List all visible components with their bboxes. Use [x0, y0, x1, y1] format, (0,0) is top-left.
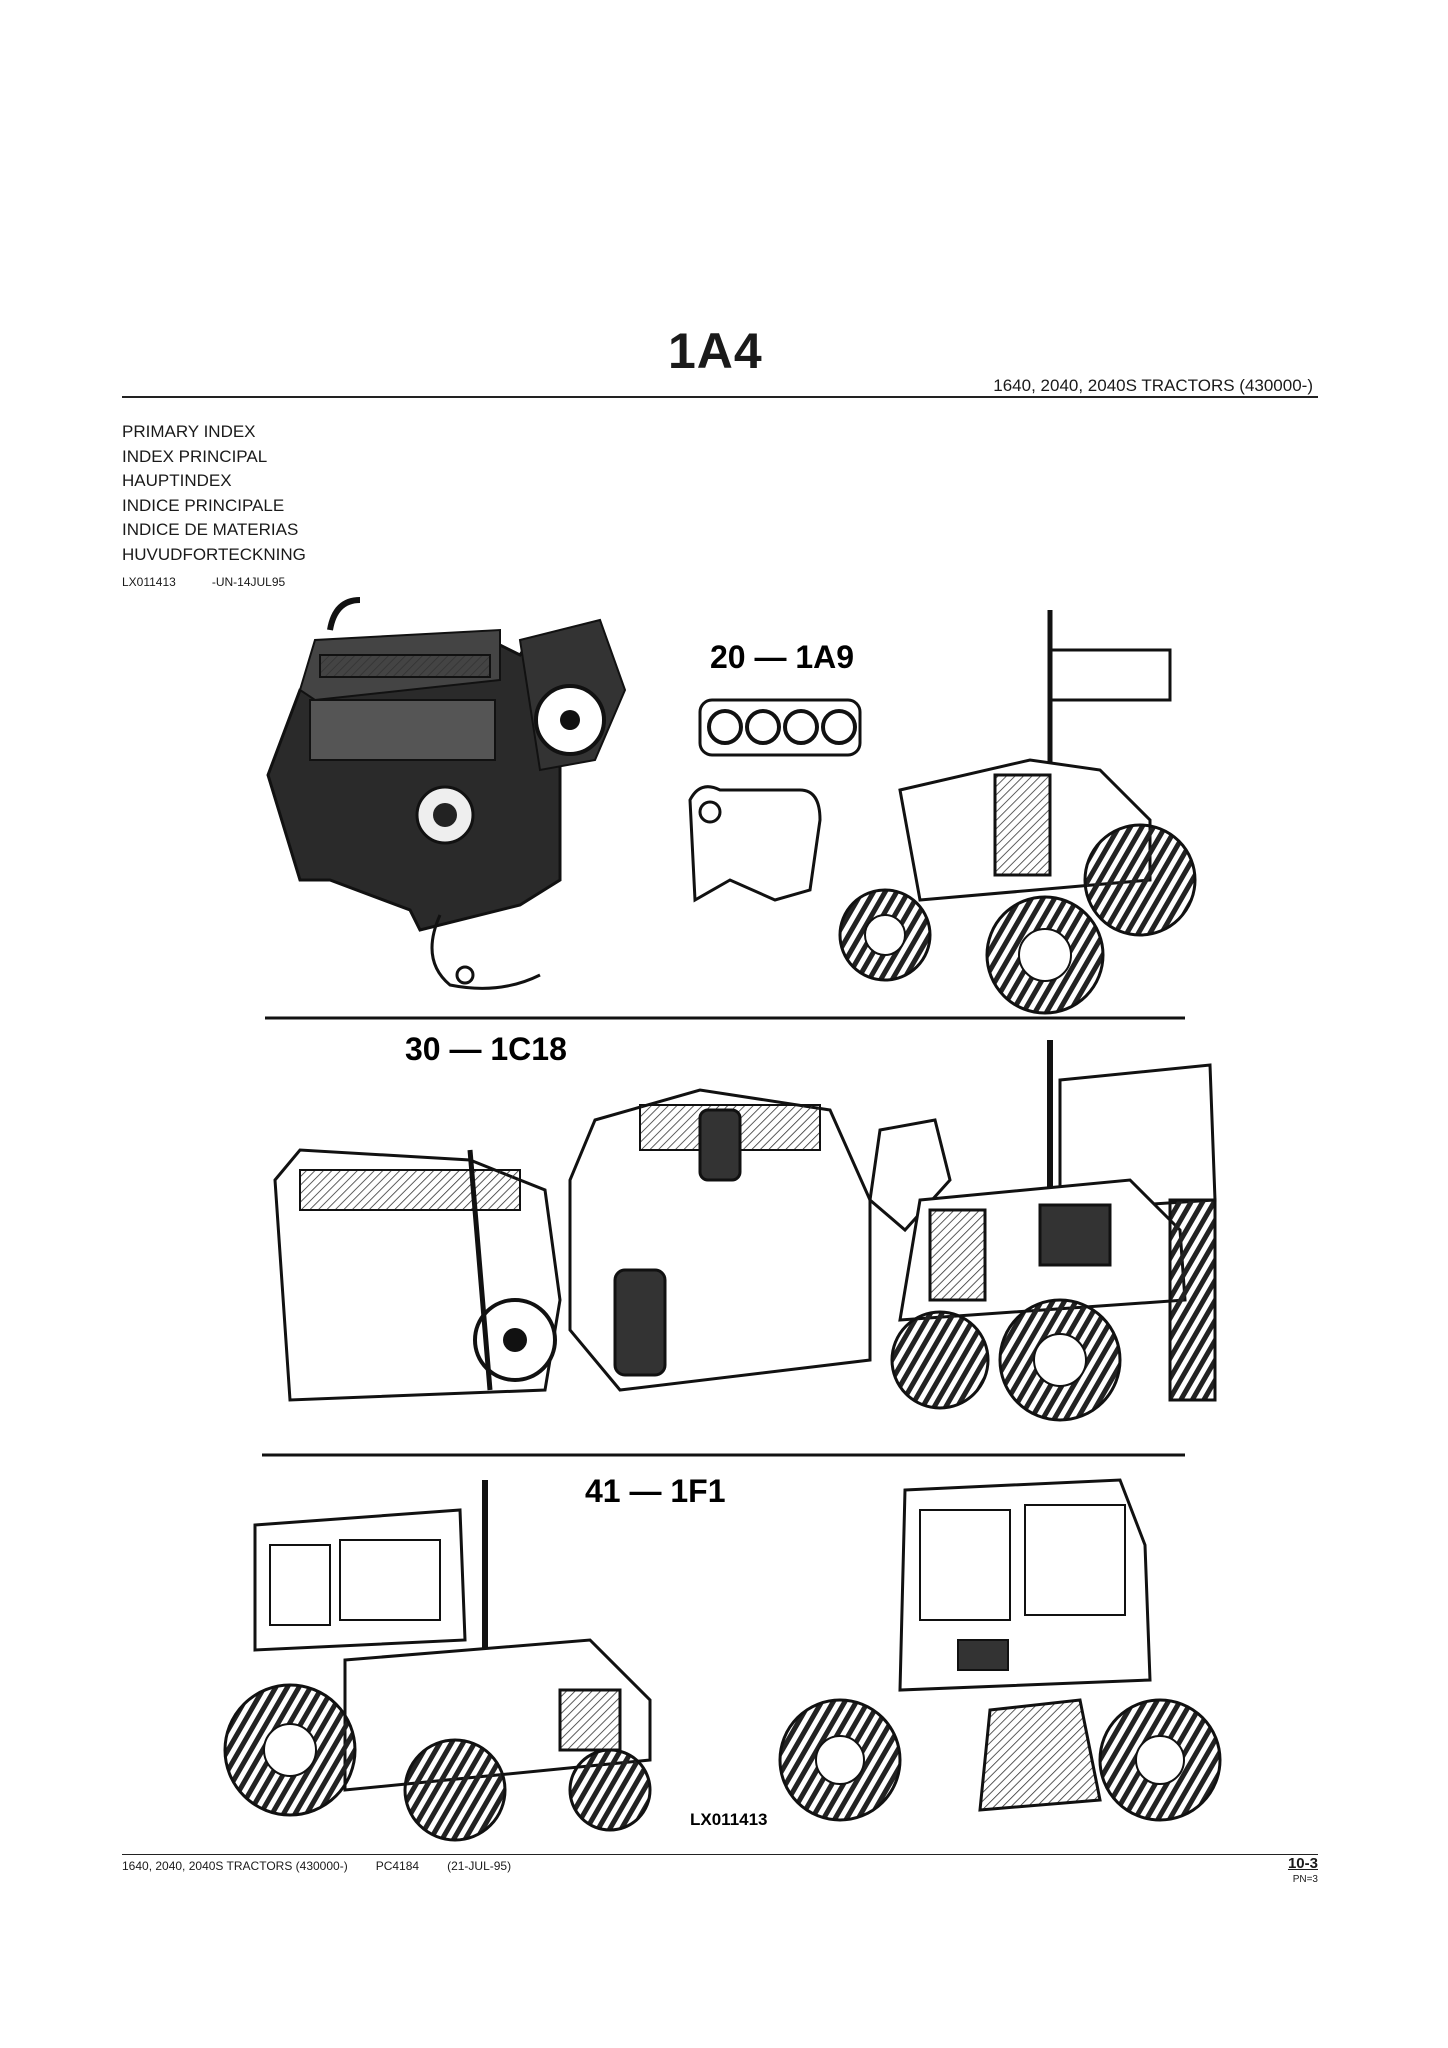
image-reference: LX011413 -UN-14JUL95 [122, 575, 285, 589]
page-code: 1A4 [668, 323, 763, 379]
section-label-1a9: 20 — 1A9 [710, 639, 854, 675]
footer-publication: PC4184 [375, 1859, 420, 1873]
footer-divider [122, 1854, 1318, 1855]
model-title: 1640, 2040, 2040S TRACTORS (430000-) [993, 376, 1313, 395]
gasket-drawing [688, 698, 862, 903]
index-title-en: PRIMARY INDEX [122, 422, 256, 441]
footer-date: (21-JUL-95) [447, 1859, 512, 1873]
cab-tractor-drawing-right [778, 1478, 1222, 1822]
index-title-it: INDICE PRINCIPALE [122, 495, 285, 515]
section-label-1f1: 41 — 1F1 [585, 1473, 726, 1509]
index-title-list: PRIMARY INDEX INDEX PRINCIPAL HAUPTINDEX… [122, 420, 306, 567]
footer-info: 1640, 2040, 2040S TRACTORS (430000-) PC41… [122, 1859, 539, 1873]
engine-drawing [266, 597, 627, 990]
index-title-de: HAUPTINDEX [122, 471, 232, 490]
reference-revision: -UN-14JUL95 [211, 575, 286, 589]
engine-assembly-drawing [273, 1088, 952, 1402]
page-number: 10-3 [1287, 1855, 1318, 1872]
section-label-1c18: 30 — 1C18 [405, 1031, 567, 1067]
index-title-es: INDICE DE MATERIAS [122, 520, 299, 539]
tractor-drawing-cab-front [890, 1040, 1217, 1422]
tractor-drawing-open [838, 610, 1197, 1015]
header-divider [122, 396, 1318, 398]
footer-model: 1640, 2040, 2040S TRACTORS (430000-) [122, 1859, 348, 1873]
index-title-sv: HUVUDFORTECKNING [122, 544, 306, 564]
page-pn: PN=3 [1292, 1874, 1318, 1885]
index-title-fr: INDEX PRINCIPAL [122, 446, 268, 466]
figure-image-id: LX011413 [690, 1810, 768, 1829]
cab-tractor-drawing-left [223, 1480, 652, 1842]
reference-image-id: LX011413 [122, 575, 176, 589]
